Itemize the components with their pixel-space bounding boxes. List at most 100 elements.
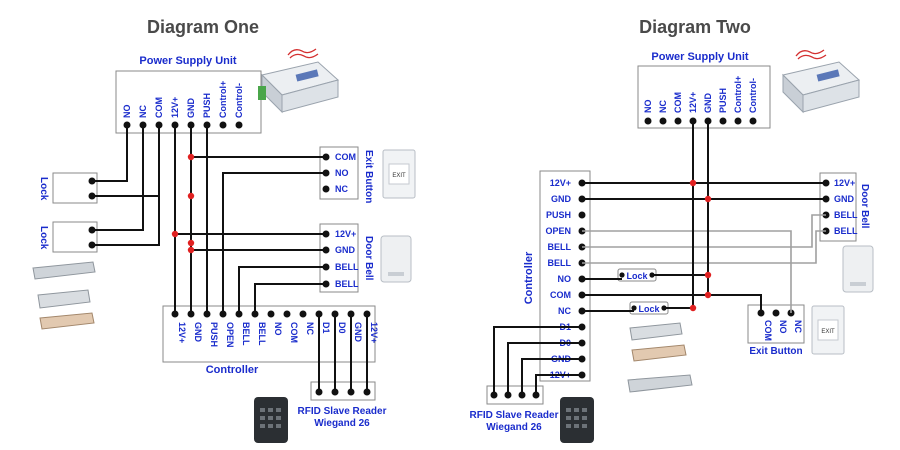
- reader-one-device-image: [254, 397, 288, 443]
- psu-two-device-image: [782, 49, 861, 114]
- exit-button-two-device-image: EXIT: [811, 305, 845, 355]
- reader-two-device-image: [560, 397, 594, 443]
- terminal-dot: [219, 121, 227, 129]
- exit-one-terminal-com: COM: [335, 152, 356, 162]
- psu-one-label: Power Supply Unit: [139, 55, 237, 67]
- lock-one-a-label: Lock: [38, 177, 49, 201]
- lock-two-device-images: [627, 322, 693, 393]
- psu-one-terminal-no: NO: [122, 105, 132, 119]
- bell-one-terminal-12v: 12V+: [335, 229, 356, 239]
- junction-dot: [171, 230, 179, 238]
- ctrl-one-terminal: 12V+: [369, 322, 379, 343]
- controller-one-terminals: 12V+ GND PUSH OPEN BELL BELL NO COM NC D…: [177, 322, 379, 348]
- ctrl-two-terminal: OPEN: [545, 226, 571, 236]
- controller-two-terminal-dots: [578, 179, 586, 379]
- psu-one-terminal-control-plus: Control+: [218, 81, 228, 118]
- door-bell-one-label: Door Bell: [363, 236, 374, 281]
- reader-two-label-line2: Wiegand 26: [486, 422, 542, 433]
- junction-dot: [704, 195, 712, 203]
- junction-dot: [187, 239, 195, 247]
- psu-two-terminal-12v: 12V+: [688, 92, 698, 113]
- terminal-dot: [644, 117, 652, 125]
- bell-two-terminal-bell-a: BELL: [834, 210, 858, 220]
- ctrl-one-terminal: 12V+: [177, 322, 187, 343]
- exit-one-terminal-no: NO: [335, 168, 349, 178]
- junction-dot: [704, 271, 712, 279]
- diagram-one-junctions: [171, 153, 195, 254]
- ctrl-two-terminal: NC: [558, 306, 571, 316]
- bell-two-terminal-12v: 12V+: [834, 178, 855, 188]
- svg-text:EXIT: EXIT: [821, 329, 835, 335]
- controller-two-label: Controller: [523, 251, 535, 304]
- diagram-two-wires: [493, 121, 826, 395]
- psu-one-terminal-control-minus: Control-: [234, 83, 244, 118]
- terminal-dot: [631, 305, 637, 311]
- psu-one-terminal-nc: NC: [138, 105, 148, 118]
- door-bell-two-label: Door Bell: [859, 184, 870, 229]
- psu-two-terminal-nc: NC: [658, 100, 668, 113]
- ctrl-two-terminal: 12V+: [550, 178, 571, 188]
- psu-two-terminal-control-minus: Control-: [748, 78, 758, 113]
- junction-dot: [187, 246, 195, 254]
- terminal-dot: [267, 310, 275, 318]
- bell-two-terminal-bell-b: BELL: [834, 226, 858, 236]
- terminal-dot: [772, 309, 780, 317]
- lock-one-b-label: Lock: [38, 226, 49, 250]
- exit-two-terminal-nc: NC: [793, 320, 803, 333]
- terminal-dot: [322, 185, 330, 193]
- diagram-one-title: Diagram One: [147, 17, 259, 37]
- ctrl-two-terminal: BELL: [548, 242, 572, 252]
- diagram-two-junctions: [689, 179, 712, 312]
- exit-button-one-device-image: EXIT: [382, 149, 416, 199]
- ctrl-one-terminal: OPEN: [225, 322, 235, 348]
- ctrl-one-terminal: COM: [289, 322, 299, 343]
- terminal-dot: [719, 117, 727, 125]
- terminal-dot: [299, 310, 307, 318]
- exit-one-terminal-nc: NC: [335, 184, 348, 194]
- door-bell-two-device-image: [842, 245, 874, 293]
- reader-two-label-line1: RFID Slave Reader: [470, 410, 559, 421]
- controller-one-label: Controller: [206, 364, 259, 376]
- bell-one-terminal-bell-b: BELL: [335, 279, 359, 289]
- psu-two-terminal-no: NO: [643, 100, 653, 114]
- exit-two-terminal-no: NO: [778, 320, 788, 334]
- lock-two-a-label: Lock: [626, 271, 648, 281]
- bell-one-terminal-bell-a: BELL: [335, 262, 359, 272]
- psu-one-terminal-push: PUSH: [202, 93, 212, 118]
- diagram-one: Diagram One Power Supply Unit NO NC COM …: [32, 17, 416, 443]
- diagram-two: Diagram Two Power Supply Unit NO NC COM …: [470, 17, 874, 443]
- junction-dot: [689, 304, 697, 312]
- reader-one-label-line1: RFID Slave Reader: [298, 406, 387, 417]
- ctrl-one-terminal: D1: [321, 322, 331, 334]
- psu-two-terminal-push: PUSH: [718, 88, 728, 113]
- psu-two-label: Power Supply Unit: [651, 51, 749, 63]
- terminal-dot: [674, 117, 682, 125]
- ctrl-one-terminal: D0: [337, 322, 347, 334]
- diagram-two-title: Diagram Two: [639, 17, 751, 37]
- ctrl-two-terminal: NO: [558, 274, 572, 284]
- junction-dot: [187, 192, 195, 200]
- door-bell-one-device-image: [380, 235, 412, 283]
- ctrl-one-terminal: GND: [353, 322, 363, 343]
- exit-button-one-label: Exit Button: [363, 150, 374, 203]
- lock-two-b-label: Lock: [638, 304, 660, 314]
- terminal-dot: [659, 117, 667, 125]
- reader-one-box: [310, 381, 376, 401]
- psu-two-terminal-control-plus: Control+: [733, 76, 743, 113]
- ctrl-one-terminal: NC: [305, 322, 315, 335]
- terminal-dot: [283, 310, 291, 318]
- ctrl-two-terminal: GND: [551, 194, 572, 204]
- junction-dot: [704, 291, 712, 299]
- psu-two-terminal-gnd: GND: [703, 93, 713, 114]
- psu-two-box: [637, 65, 771, 129]
- ctrl-one-terminal: NO: [273, 322, 283, 336]
- ctrl-one-terminal: PUSH: [209, 322, 219, 347]
- terminal-dot: [235, 121, 243, 129]
- ctrl-two-terminal: BELL: [548, 258, 572, 268]
- ctrl-two-terminal: PUSH: [546, 210, 571, 220]
- ctrl-two-terminal: COM: [550, 290, 571, 300]
- exit-button-two-label: Exit Button: [749, 346, 802, 357]
- reader-one-label-line2: Wiegand 26: [314, 418, 370, 429]
- reader-two-box: [486, 385, 544, 405]
